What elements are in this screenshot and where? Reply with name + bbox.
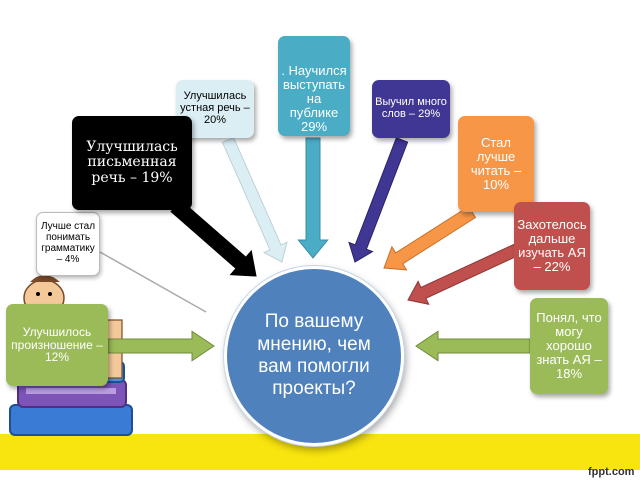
arrows-group: [99, 136, 531, 362]
arrow-continue: [407, 243, 520, 305]
arrow-know: [415, 330, 531, 362]
item-box-words: Выучил много слов – 29%: [372, 80, 450, 138]
item-box-reading: Стал лучше читать – 10%: [458, 116, 534, 212]
item-text-know: Понял, что могу хорошо знать АЯ – 18%: [536, 309, 602, 382]
arrow-writing: [170, 199, 257, 277]
arrow-public: [297, 137, 329, 259]
item-box-pronunciation: Улучшилось произношение – 12%: [6, 304, 108, 386]
arrow-reading: [383, 205, 477, 271]
item-text-reading: Стал лучше читать – 10%: [470, 134, 522, 193]
fppt-logo: fppt.com: [588, 466, 635, 478]
arrow-grammar: [99, 251, 207, 313]
item-box-public: . Научился выступать на публике 29%: [278, 36, 350, 136]
item-box-know: Понял, что могу хорошо знать АЯ – 18%: [530, 298, 608, 394]
center-question-text: По вашему мнению, чем вам помогли проект…: [257, 311, 371, 400]
arrow-speaking: [221, 136, 288, 263]
center-question-circle: По вашему мнению, чем вам помогли проект…: [224, 266, 404, 446]
arrow-words: [348, 137, 409, 263]
item-text-continue: Захотелось дальше изучать АЯ – 22%: [517, 216, 587, 275]
item-box-grammar: Лучше стал понимать грамматику – 4%: [36, 212, 100, 276]
item-text-grammar: Лучше стал понимать грамматику – 4%: [40, 221, 96, 265]
item-box-writing: Улучшилась письменная речь – 19%: [72, 116, 192, 210]
item-text-words: Выучил много слов – 29%: [375, 96, 447, 120]
item-text-speaking: Улучшилась устная речь – 20%: [180, 90, 250, 126]
item-text-writing: Улучшилась письменная речь – 19%: [86, 139, 178, 186]
item-text-pronunciation: Улучшилось произношение – 12%: [11, 324, 103, 365]
item-text-public: . Научился выступать на публике 29%: [281, 62, 347, 134]
item-box-continue: Захотелось дальше изучать АЯ – 22%: [514, 202, 590, 290]
arrow-pronunciation: [107, 330, 215, 362]
